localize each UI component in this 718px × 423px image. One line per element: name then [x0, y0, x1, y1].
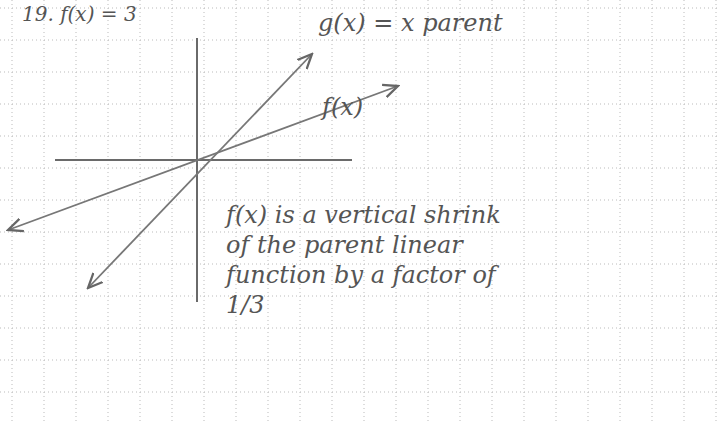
grid-line	[0, 168, 718, 169]
curve-label: f(x)	[322, 92, 363, 122]
grid-line	[0, 200, 718, 201]
grid-line	[0, 296, 718, 297]
x-axis	[55, 159, 352, 161]
grid-line	[0, 328, 718, 329]
grid-line	[0, 136, 718, 137]
grid-line	[0, 40, 718, 41]
grid-line	[0, 360, 718, 361]
grid-line	[0, 392, 718, 393]
problem-number: 19. f(x) = 3	[22, 2, 137, 27]
y-axis	[196, 38, 198, 302]
curve-label: g(x) = x parent	[318, 8, 503, 38]
grid-line	[0, 72, 718, 73]
note: f(x) is a vertical shrink of the parent …	[226, 200, 526, 320]
